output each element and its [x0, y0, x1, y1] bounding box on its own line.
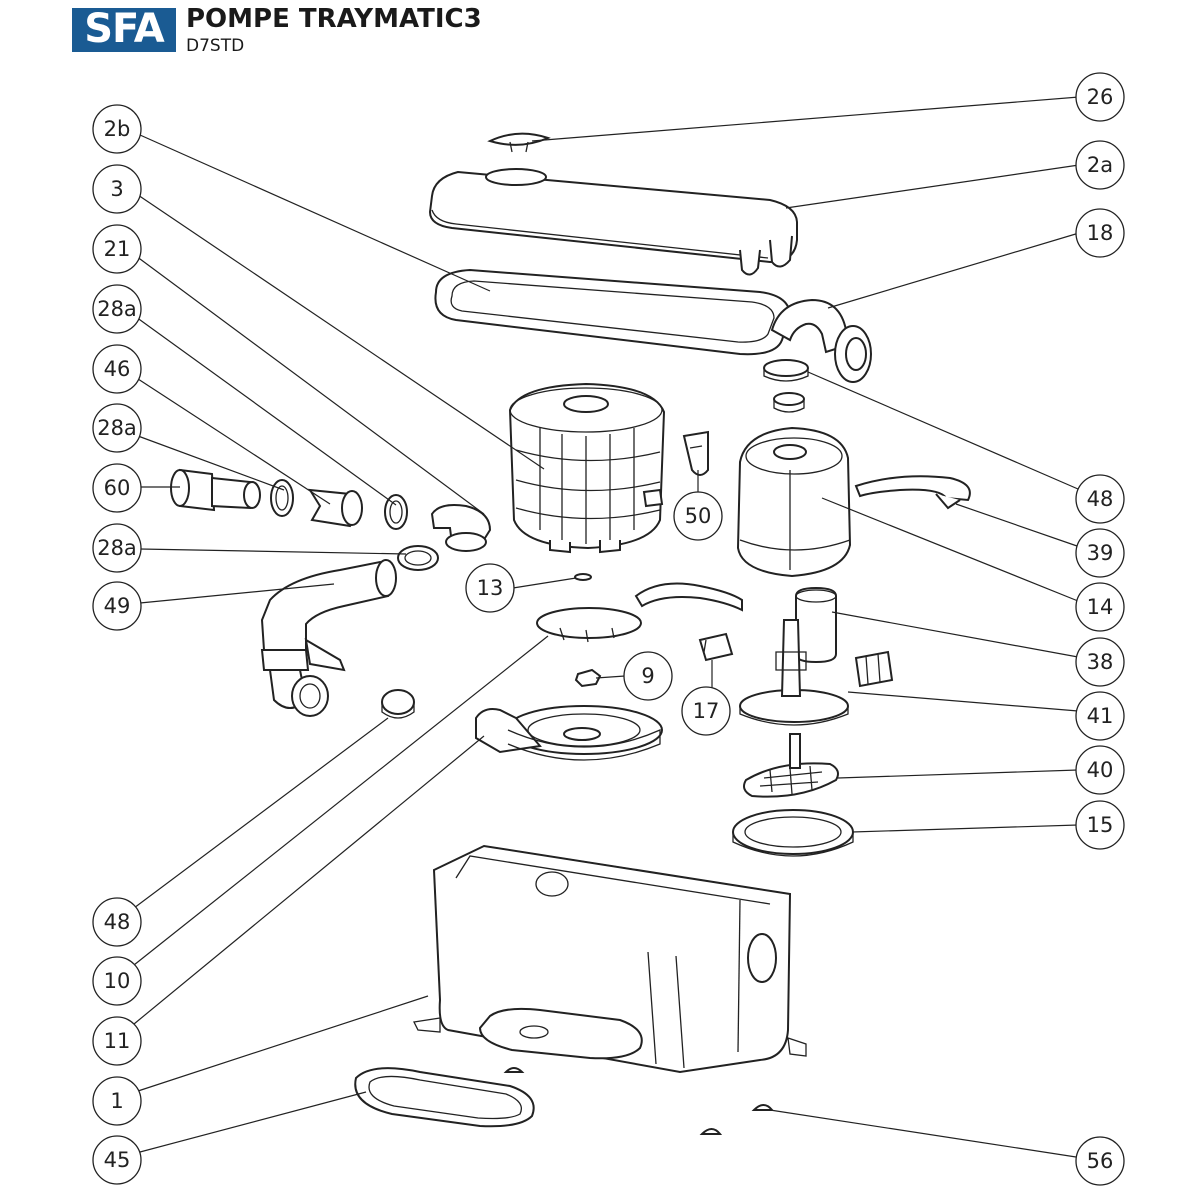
callout-50: 50: [673, 491, 723, 541]
callout-14: 14: [1075, 582, 1125, 632]
svg-text:17: 17: [693, 699, 720, 723]
part-14-housing: [736, 426, 852, 578]
part-50-clip: [682, 430, 709, 476]
part-18-elbow-hose: [770, 298, 872, 383]
svg-text:14: 14: [1087, 595, 1114, 619]
part-15-seal-ring: [732, 809, 854, 857]
part-9-nut: [574, 668, 602, 688]
svg-text:11: 11: [104, 1029, 131, 1053]
svg-text:18: 18: [1087, 221, 1114, 245]
svg-text:21: 21: [104, 237, 131, 261]
svg-text:15: 15: [1087, 813, 1114, 837]
callout-28a-2: 28a: [92, 403, 142, 453]
part-28a-clamp-2: [384, 494, 408, 530]
sfa-logo-box: [72, 8, 176, 52]
part-11-pump-base: [475, 705, 663, 761]
callout-26: 26: [1075, 72, 1125, 122]
callout-2a: 2a: [1075, 140, 1125, 190]
part-1-tank: [413, 844, 807, 1074]
callout-48-lower: 48: [92, 897, 142, 947]
part-21-elbow: [430, 504, 492, 552]
part-39-strap: [854, 475, 971, 510]
svg-text:13: 13: [477, 576, 504, 600]
callout-39: 39: [1075, 528, 1125, 578]
callout-56: 56: [1075, 1136, 1125, 1186]
part-13-washer: [574, 573, 592, 581]
part-41-motor-plate: [739, 619, 849, 726]
svg-text:28a: 28a: [97, 416, 137, 440]
svg-text:28a: 28a: [97, 297, 137, 321]
part-17-switch: [698, 632, 734, 662]
svg-text:39: 39: [1087, 541, 1114, 565]
callout-45: 45: [92, 1135, 142, 1185]
part-49-hose: [260, 559, 397, 717]
svg-text:50: 50: [685, 504, 712, 528]
svg-text:1: 1: [110, 1089, 123, 1113]
svg-text:48: 48: [1087, 487, 1114, 511]
callout-46: 46: [92, 344, 142, 394]
part-28a-clamp-1: [270, 479, 294, 517]
part-cap: [773, 392, 805, 413]
svg-text:41: 41: [1087, 704, 1114, 728]
callout-3: 3: [92, 164, 142, 214]
part-2b-gasket: [434, 268, 792, 356]
callout-9: 9: [623, 651, 673, 701]
part-48-ring-lower: [381, 689, 415, 719]
svg-text:38: 38: [1087, 650, 1114, 674]
callout-13: 13: [465, 563, 515, 613]
callout-10: 10: [92, 956, 142, 1006]
part-28a-clamp-3: [397, 545, 439, 571]
part-40-grate: [743, 733, 839, 798]
svg-text:2a: 2a: [1087, 153, 1113, 177]
svg-text:45: 45: [104, 1148, 131, 1172]
part-arc: [634, 582, 743, 612]
svg-text:26: 26: [1087, 85, 1114, 109]
callout-2b: 2b: [92, 104, 142, 154]
svg-text:28a: 28a: [97, 536, 137, 560]
diagram-title: POMPE TRAYMATIC3: [186, 4, 482, 34]
svg-text:49: 49: [104, 594, 131, 618]
part-45-oval-seal: [354, 1067, 535, 1128]
callout-28a-3: 28a: [92, 523, 142, 573]
svg-text:2b: 2b: [104, 117, 131, 141]
part-38-capacitor: [795, 586, 837, 664]
callout-49: 49: [92, 581, 142, 631]
callout-28a-1: 28a: [92, 284, 142, 334]
sfa-logo: SFA: [84, 6, 165, 52]
callout-18: 18: [1075, 208, 1125, 258]
part-48-ring-upper: [763, 359, 809, 382]
svg-text:60: 60: [104, 476, 131, 500]
svg-text:46: 46: [104, 357, 131, 381]
part-terminal-block: [854, 650, 894, 688]
callout-60: 60: [92, 463, 142, 513]
svg-text:40: 40: [1087, 758, 1114, 782]
callout-40: 40: [1075, 745, 1125, 795]
svg-text:9: 9: [641, 664, 654, 688]
part-2a-lid: [428, 168, 798, 276]
callout-38: 38: [1075, 637, 1125, 687]
part-26-clip: [487, 132, 551, 153]
callout-17: 17: [681, 686, 731, 736]
callout-48-upper: 48: [1075, 474, 1125, 524]
svg-text:3: 3: [110, 177, 123, 201]
svg-text:10: 10: [104, 969, 131, 993]
part-3-filter-basket: [508, 382, 666, 554]
callout-41: 41: [1075, 691, 1125, 741]
svg-text:48: 48: [104, 910, 131, 934]
leader-lines: [133, 96, 1080, 1158]
callout-15: 15: [1075, 800, 1125, 850]
part-10-impeller: [536, 607, 642, 643]
part-56-feet: [503, 1067, 775, 1135]
part-60-pipe: [170, 468, 261, 512]
callout-1: 1: [92, 1076, 142, 1126]
callout-11: 11: [92, 1016, 142, 1066]
callout-21: 21: [92, 224, 142, 274]
diagram-subtitle: D7STD: [186, 36, 245, 56]
svg-text:56: 56: [1087, 1149, 1114, 1173]
